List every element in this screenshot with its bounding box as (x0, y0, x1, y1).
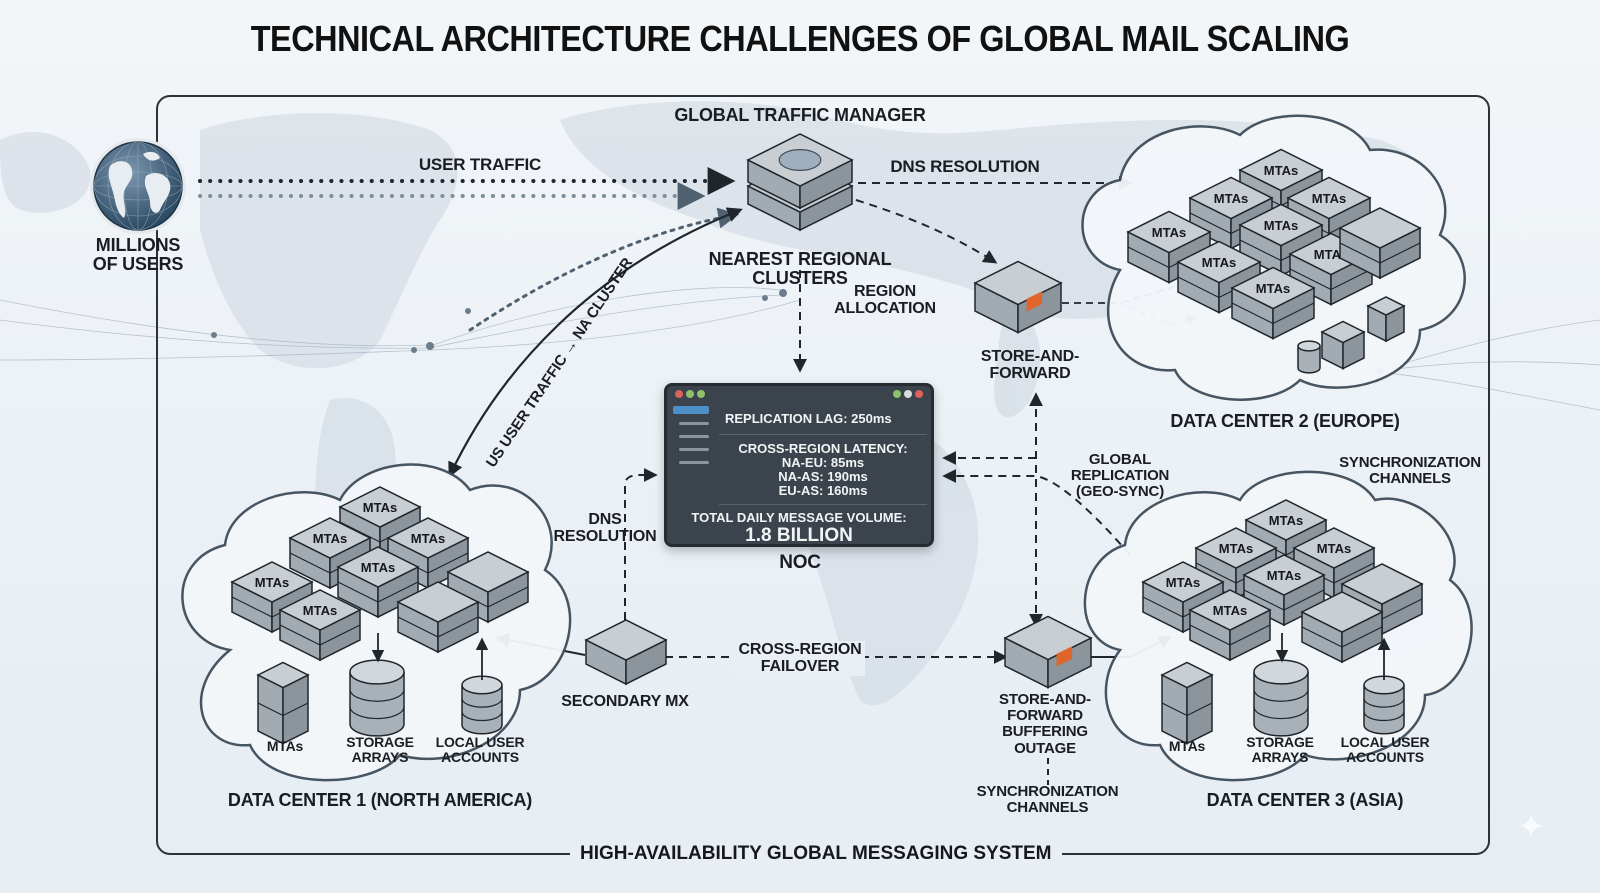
server-label: MTAs (1152, 225, 1186, 240)
dc1-mtas-rack[interactable] (256, 661, 310, 745)
window-dot (915, 390, 923, 398)
dc2-storage-rack[interactable] (1320, 320, 1366, 370)
server-label: MTAs (1264, 163, 1298, 178)
dc3-accounts-label: LOCAL USER ACCOUNTS (1340, 734, 1430, 766)
window-dot (893, 390, 901, 398)
dns-resolution-left-arrow (624, 468, 658, 620)
dc1-server[interactable] (396, 581, 480, 654)
noc-sidebar (673, 406, 717, 502)
dc1-mta-server[interactable]: MTAs (278, 589, 362, 662)
window-dot (697, 390, 705, 398)
global-replication-label: GLOBAL REPLICATION (GEO-SYNC) (1070, 451, 1170, 501)
noc-dashboard[interactable]: REPLICATION LAG: 250ms CROSS-REGION LATE… (664, 383, 934, 547)
window-dot (904, 390, 912, 398)
server-label: MTAs (1256, 281, 1290, 296)
dc1-accounts-label: LOCAL USER ACCOUNTS (435, 734, 525, 766)
server-label: MTAs (361, 560, 395, 575)
tm-to-store-forward-arrow (855, 199, 998, 264)
us-traffic-arc (448, 207, 743, 478)
dc2-storage-db[interactable] (1297, 340, 1321, 374)
region-allocation-label: REGION ALLOCATION (834, 283, 936, 318)
noc-sidebar-item[interactable] (679, 461, 709, 464)
dc3-server[interactable] (1300, 591, 1384, 664)
noc-sidebar-item[interactable] (679, 435, 709, 438)
store-forward-top-label: STORE-AND- FORWARD (980, 348, 1080, 383)
globe-icon (778, 149, 822, 172)
latency-title: CROSS-REGION LATENCY: (738, 441, 908, 456)
latency-na-as: NA-AS: 190ms (778, 469, 868, 484)
store-forward-bottom-label: STORE-AND- FORWARD BUFFERING OUTAGE (999, 691, 1091, 757)
server-label: MTAs (1213, 603, 1247, 618)
users-label: MILLIONS OF USERS (92, 235, 184, 275)
dc2-name: DATA CENTER 2 (EUROPE) (1170, 411, 1400, 431)
server-label: MTAs (1264, 218, 1298, 233)
status-indicator (1026, 291, 1043, 312)
secondary-mx-server[interactable] (584, 619, 668, 686)
latency-eu-as: EU-AS: 160ms (778, 483, 868, 498)
latency-na-eu: NA-EU: 85ms (781, 455, 865, 470)
sync-channels-bottom-label: SYNCHRONIZATION CHANNELS (976, 783, 1119, 817)
replication-lag: REPLICATION LAG: 250ms (719, 402, 927, 435)
dc3-storage-label: STORAGE ARRAYS (1246, 734, 1314, 766)
sparkle-icon: ✦ (1517, 808, 1546, 846)
volume-block: TOTAL DAILY MESSAGE VOLUME: 1.8 BILLION (671, 505, 927, 547)
noc-label: NOC (779, 552, 821, 573)
cross-region-failover-label: CROSS-REGION FAILOVER (735, 641, 865, 676)
server-label: MTAs (1267, 568, 1301, 583)
server-label: MTAs (411, 531, 445, 546)
dc1-name: DATA CENTER 1 (NORTH AMERICA) (227, 790, 533, 810)
dc3-mta-server[interactable]: MTAs (1188, 589, 1272, 662)
dc3-user-accounts-db[interactable] (1363, 675, 1405, 735)
globe-icon (90, 138, 186, 234)
server-label: MTAs (255, 575, 289, 590)
dc3-mta-server[interactable]: MTAs (1242, 554, 1326, 627)
server-label: MTAs (1202, 255, 1236, 270)
dns-resolution-left-label: DNS RESOLUTION (553, 511, 657, 546)
server-label: MTAs (303, 603, 337, 618)
replication-to-noc-arrow-2 (942, 469, 1131, 556)
dc1-storage-label: STORAGE ARRAYS (346, 734, 414, 766)
user-traffic-label: USER TRAFFIC (418, 155, 542, 174)
dc2-storage-rack[interactable] (1366, 296, 1406, 343)
sync-channels-right-label: SYNCHRONIZATION CHANNELS (1339, 454, 1481, 488)
server-label: MTAs (1166, 575, 1200, 590)
dc3-storage-array[interactable] (1253, 659, 1309, 737)
noc-window-bar (667, 386, 931, 402)
store-forward-top-server[interactable] (973, 260, 1063, 334)
dc3-mtas-rack[interactable] (1160, 661, 1214, 745)
dc1-storage-array[interactable] (349, 659, 405, 737)
noc-sidebar-item-active[interactable] (673, 406, 709, 414)
page-title: TECHNICAL ARCHITECTURE CHALLENGES OF GLO… (250, 18, 1350, 59)
server-label: MTAs (1214, 191, 1248, 206)
status-indicator (1056, 646, 1073, 667)
dc1-user-accounts-db[interactable] (461, 675, 503, 735)
dc2-server[interactable] (1338, 207, 1422, 280)
window-dot (675, 390, 683, 398)
server-label: MTAs (1269, 513, 1303, 528)
traffic-manager-server-top[interactable] (746, 133, 854, 210)
noc-sidebar-item[interactable] (679, 422, 709, 425)
volume-title: TOTAL DAILY MESSAGE VOLUME: (691, 510, 907, 525)
server-label: MTAs (313, 531, 347, 546)
dc1-mta-server[interactable]: MTAs (336, 546, 420, 619)
dns-resolution-top-label: DNS RESOLUTION (890, 157, 1040, 176)
volume-value: 1.8 BILLION (745, 525, 853, 546)
server-label: MTAs (363, 500, 397, 515)
server-label: MTAs (1312, 191, 1346, 206)
latency-block: CROSS-REGION LATENCY: NA-EU: 85ms NA-AS:… (719, 435, 927, 505)
frame-caption: HIGH-AVAILABILITY GLOBAL MESSAGING SYSTE… (570, 843, 1062, 865)
server-label: MTAs (1219, 541, 1253, 556)
dc3-mtas-label: MTAs (1168, 738, 1206, 754)
dc2-mta-server[interactable]: MTAs (1230, 266, 1316, 340)
server-label: MTAs (1317, 541, 1351, 556)
dc1-mtas-label: MTAs (266, 738, 304, 754)
users-node[interactable]: MILLIONS OF USERS (88, 136, 188, 286)
dc3-name: DATA CENTER 3 (ASIA) (1206, 790, 1404, 810)
traffic-manager-label: GLOBAL TRAFFIC MANAGER (674, 105, 926, 125)
noc-sidebar-item[interactable] (679, 448, 709, 451)
nearest-clusters-label: NEAREST REGIONAL CLUSTERS (708, 249, 892, 289)
secondary-mx-label: SECONDARY MX (561, 693, 689, 710)
window-dot (686, 390, 694, 398)
store-forward-bottom-server[interactable] (1003, 615, 1093, 689)
